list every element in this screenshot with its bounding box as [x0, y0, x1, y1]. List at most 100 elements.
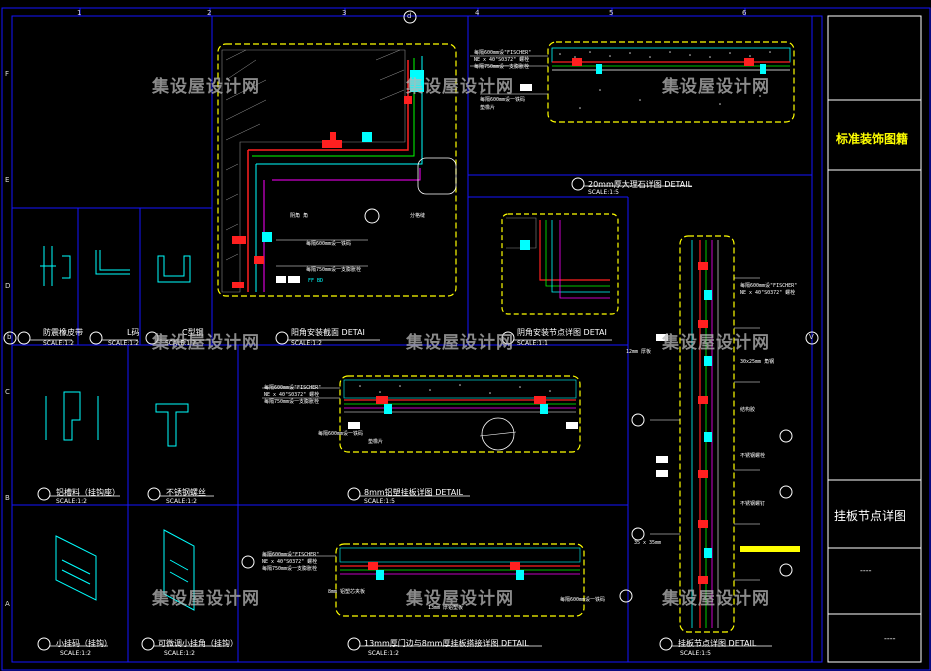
note-fischer-top: 每隔600mm设"FISCHER" — [474, 50, 532, 56]
detail-title-hook-seat: 铝槽料（挂钩座） — [56, 488, 120, 497]
grid-number-6: 6 — [742, 9, 747, 17]
note-ss-screw: 不锈钢螺栓 — [740, 453, 766, 459]
note-fischer-mid: 每隔600mm设"FISCHER" — [264, 385, 322, 391]
detail-scale-marble: SCALE:1:5 — [588, 189, 619, 196]
part-c-channel — [157, 255, 191, 283]
note-glue: 结构胶 — [740, 407, 756, 413]
note-fischer-bolt-top: NE x 40"S0372" 螺栓 — [474, 57, 530, 63]
title-block-company: 标准装饰图籍 — [836, 132, 909, 146]
note-bolt-750-top: 每隔750mm设一支膨胀栓 — [474, 64, 530, 70]
note-angle-steel: 30x25mm 角钢 — [740, 359, 775, 365]
note-steel-600-corner: 每隔600mm设一铁码 — [306, 241, 352, 247]
top-grid-ticks — [79, 8, 746, 16]
watermark-4: 集设屋设计网 — [152, 333, 260, 353]
grid-letter-e: E — [5, 176, 10, 184]
detail-title-marble: 20mm厚大理石详图 DETAIL — [588, 180, 693, 189]
detail-scale-ss-screw: SCALE:1:2 — [166, 498, 197, 505]
watermark-7: 集设屋设计网 — [152, 589, 260, 609]
note-steel-600-low: 每隔600mm设一铁码 — [560, 597, 606, 603]
watermark-5: 集设屋设计网 — [406, 333, 514, 353]
sheet-outer-frame — [1, 7, 931, 671]
note-bolt-750-corner: 每隔750mm设一支膨胀栓 — [306, 267, 362, 273]
note-8mm: 8mm 铝塑芯夹板 — [328, 589, 366, 595]
title-block-dash-2: ---- — [884, 634, 896, 643]
part-rubber-strip — [40, 246, 71, 286]
watermark-6: 集设屋设计网 — [662, 333, 770, 353]
detail-title-door-edge: 13mm厚门边与8mm厚挂板搭接详图 DETAIL — [364, 639, 529, 648]
detail-title-vertical-panel: 挂板节点详图 DETAIL — [678, 639, 757, 648]
detail-title-c-channel: C型钢 — [182, 328, 204, 337]
axis-right-label: V — [809, 333, 814, 341]
detail-scale-small-hook: SCALE:1:2 — [60, 650, 91, 657]
detail-title-inner-corner: 阴角安装节点详图 DETAI — [517, 328, 607, 337]
detail-scale-hook-seat: SCALE:1:2 — [56, 498, 87, 505]
note-fischer-low: 每隔600mm设"FISCHER" — [262, 552, 320, 558]
detail-scale-inner-corner: SCALE:1:1 — [517, 340, 548, 347]
part-l-bracket — [95, 250, 130, 275]
panel-dividers — [12, 16, 813, 662]
note-steel-tube: 不锈钢螺钉 — [740, 501, 766, 507]
detail-scale-adjustable-hook: SCALE:1:2 — [164, 650, 195, 657]
note-profile: 分格缝 — [410, 213, 426, 219]
note-fischer-right: 每隔600mm设"FISCHER" — [740, 283, 798, 289]
detail-scale-door-edge: SCALE:1:2 — [368, 650, 399, 657]
watermark-3: 集设屋设计网 — [662, 77, 770, 97]
detail-scale-rubber-strip: SCALE:1:2 — [43, 340, 74, 347]
note-fischer-bolt-mid: NE x 40"S0372" 螺栓 — [264, 392, 320, 398]
note-fp-code: FF BD — [308, 278, 324, 284]
note-dim-12: 12mm 厚板 — [626, 349, 652, 355]
note-dim-35: 35 x 35mm — [634, 540, 662, 546]
grid-letter-a: A — [5, 600, 10, 608]
detail-scale-vertical-panel: SCALE:1:5 — [680, 650, 711, 657]
note-bolt-750-mid: 每隔750mm设一支膨胀栓 — [264, 399, 320, 405]
part-adjustable-hook — [163, 529, 195, 611]
note-fischer-bolt-right: NE x 40"S0372" 螺栓 — [740, 290, 796, 296]
detail-title-adjustable-hook: 可微调小挂角（挂钩） — [158, 639, 238, 648]
detail-scale-l-bracket: SCALE:1:2 — [108, 340, 139, 347]
grid-letter-b: B — [5, 494, 10, 502]
note-pad-mid: 垫橡片 — [368, 439, 384, 445]
detail-title-small-hook: 小挂码（挂钩） — [56, 639, 112, 648]
axis-top-label: d — [407, 12, 412, 20]
detail-outline-inner-corner — [501, 213, 619, 315]
detail-scale-c-channel: SCALE:1:2 — [165, 340, 196, 347]
detail-outline-marble — [547, 41, 795, 123]
title-block-drawing-title: 挂板节点详图 — [834, 509, 907, 523]
callout-underlines — [30, 185, 772, 647]
watermark-9: 集设屋设计网 — [662, 589, 770, 609]
note-steel-600-mid: 每隔600mm设一铁码 — [318, 431, 364, 437]
grid-letter-f: F — [5, 70, 10, 78]
part-aluminium-hook-seat — [45, 391, 99, 441]
detail-title-outer-corner: 阳角安装截面 DETAI — [291, 328, 365, 337]
grid-letter-c: C — [5, 388, 10, 396]
grid-number-2: 2 — [207, 9, 212, 17]
note-steel-600-top: 每隔600mm设一铁码 — [480, 97, 526, 103]
detail-title-l-bracket: L码 — [127, 328, 140, 337]
note-bolt-750-low: 每隔750mm设一支膨胀栓 — [262, 566, 318, 572]
detail-title-panel-8mm: 8mm铝塑挂板详图 DETAIL — [364, 488, 463, 497]
sheet-inner-frame — [11, 15, 823, 663]
part-ss-screw — [155, 403, 189, 447]
detail-scale-panel-8mm: SCALE:1:5 — [364, 498, 395, 505]
grid-number-4: 4 — [475, 9, 480, 17]
note-corner: 阴角 角 — [290, 213, 309, 219]
grid-number-5: 5 — [609, 9, 614, 17]
note-pad-top: 垫橡片 — [480, 105, 496, 111]
detail-outline-door-edge — [335, 543, 585, 617]
grid-number-3: 3 — [342, 9, 347, 17]
detail-outline-panel-8mm — [339, 375, 581, 453]
watermark-2: 集设屋设计网 — [406, 77, 514, 97]
part-small-hook — [55, 535, 97, 601]
detail-outline-vertical-panel — [679, 235, 735, 633]
detail-callouts — [3, 10, 819, 651]
detail-title-rubber-strip: 防震橡皮带 — [43, 328, 83, 337]
axis-left-label: b — [7, 333, 12, 341]
watermark-1: 集设屋设计网 — [152, 77, 260, 97]
watermark-8: 集设屋设计网 — [406, 589, 514, 609]
detail-scale-outer-corner: SCALE:1:2 — [291, 340, 322, 347]
detail-title-ss-screw: 不锈钢螺丝 — [166, 488, 206, 497]
grid-number-1: 1 — [77, 9, 82, 17]
title-block-dash-1: ---- — [860, 566, 872, 575]
note-13mm: 13mm 厚铝塑板 — [428, 605, 464, 611]
